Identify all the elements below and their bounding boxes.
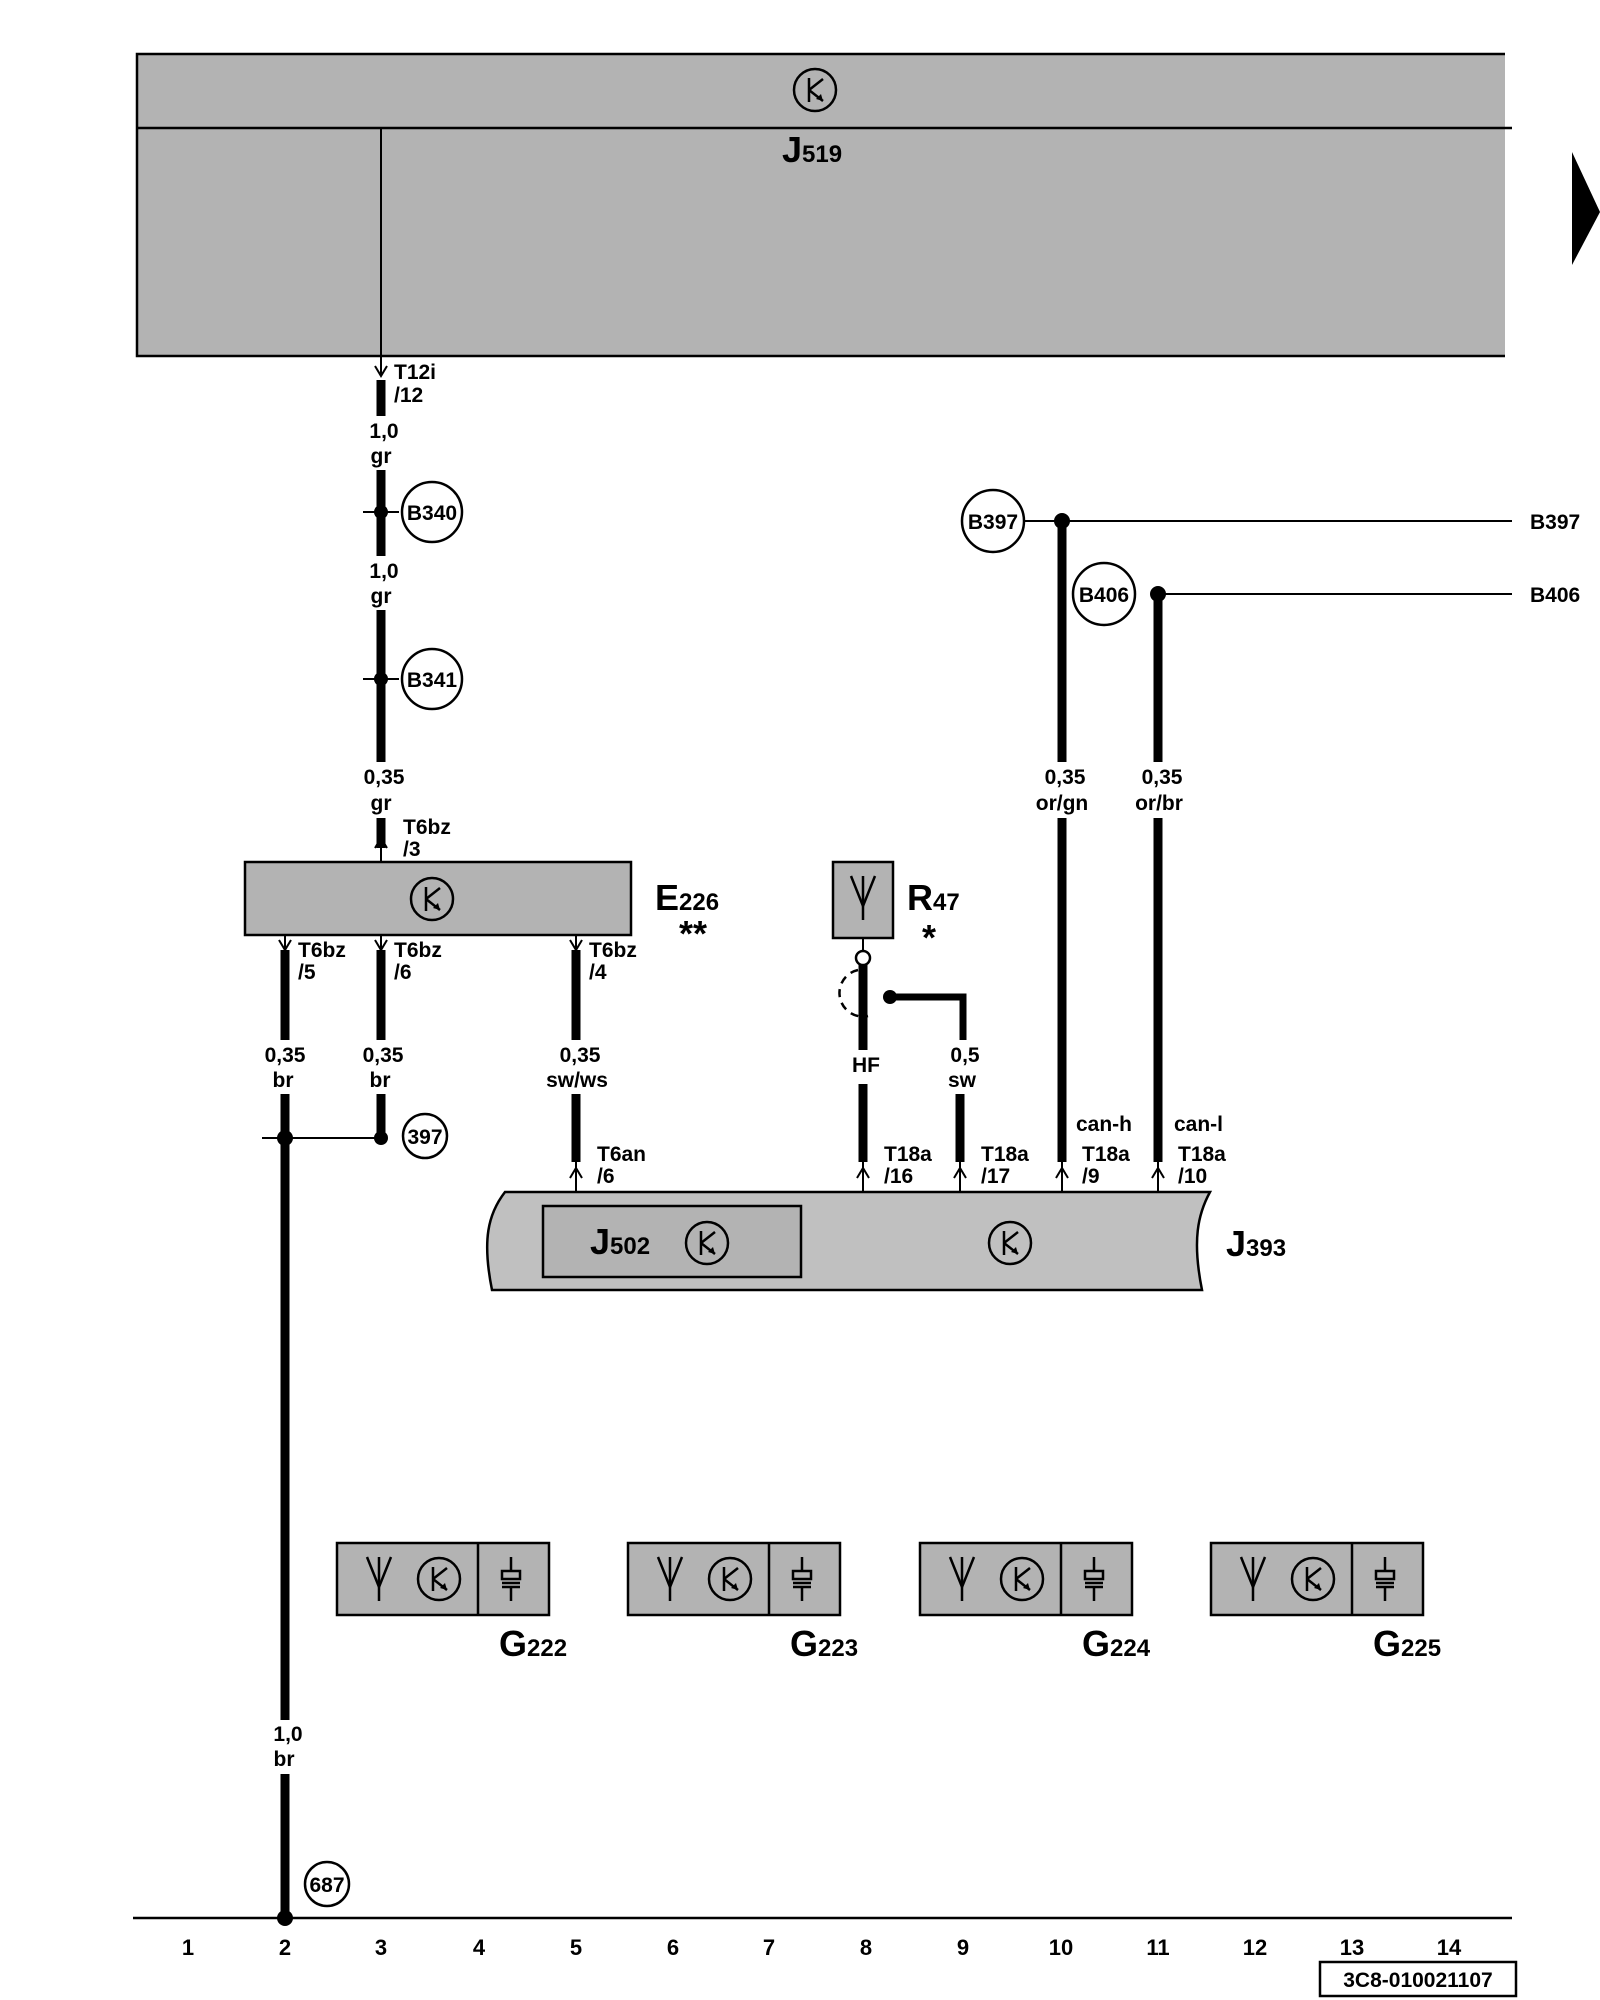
connector-arrow-icon bbox=[374, 365, 388, 378]
col-6: 6 bbox=[667, 1935, 679, 1960]
wire-w3-color: gr bbox=[371, 792, 392, 815]
wire-w1-color: gr bbox=[371, 445, 392, 468]
connector-t6bz6-name: T6bz bbox=[394, 939, 442, 962]
col-1: 1 bbox=[182, 1935, 194, 1960]
e226-label: E226 bbox=[655, 877, 719, 918]
col-3: 3 bbox=[375, 1935, 387, 1960]
bus-canh-label: can-h bbox=[1076, 1113, 1132, 1136]
bus-canl-label: can-l bbox=[1174, 1113, 1223, 1136]
connector-t6bz4-name: T6bz bbox=[589, 939, 637, 962]
wire-w3-size: 0,35 bbox=[364, 766, 405, 789]
wire-w10-color: or/br bbox=[1135, 792, 1183, 815]
col-11: 11 bbox=[1146, 1935, 1169, 1960]
connector-t6an6-name: T6an bbox=[597, 1143, 646, 1166]
shield-icon bbox=[838, 968, 869, 1018]
col-8: 8 bbox=[860, 1935, 872, 1960]
j393-label: J393 bbox=[1226, 1223, 1286, 1264]
j519-module: J519 bbox=[135, 50, 1525, 360]
wire-w2-color: gr bbox=[371, 585, 392, 608]
svg-text:B397: B397 bbox=[968, 511, 1018, 534]
wire-w4-color: br bbox=[273, 1069, 294, 1092]
wire-w7-size: HF bbox=[852, 1054, 880, 1077]
ref-right-b406: B406 bbox=[1530, 584, 1580, 607]
g222-sensor: G222 bbox=[335, 1541, 567, 1664]
g224-sensor: G224 bbox=[918, 1541, 1151, 1664]
wire-w8-color: sw bbox=[948, 1069, 977, 1092]
connector-t18a16-pin: /16 bbox=[884, 1165, 913, 1188]
connector-t18a9-name: T18a bbox=[1082, 1143, 1130, 1166]
r47-label: R47 bbox=[907, 877, 960, 918]
e226-module: E226 ** bbox=[243, 860, 719, 954]
g225-sensor: G225 bbox=[1209, 1541, 1441, 1664]
wire-w2-size: 1,0 bbox=[369, 560, 398, 583]
column-scale: 1 2 3 4 5 6 7 8 9 10 11 12 13 14 bbox=[182, 1935, 1462, 1960]
col-13: 13 bbox=[1340, 1935, 1364, 1960]
wire-w9-size: 0,35 bbox=[1045, 766, 1086, 789]
g225-label: G225 bbox=[1373, 1623, 1441, 1664]
svg-text:687: 687 bbox=[309, 1874, 344, 1897]
svg-text:B341: B341 bbox=[407, 669, 458, 692]
wire-w11-color: br bbox=[274, 1748, 295, 1771]
wire-w8-size: 0,5 bbox=[950, 1044, 980, 1067]
col-7: 7 bbox=[763, 1935, 775, 1960]
r47-antenna: R47 * bbox=[831, 860, 960, 958]
connector-t6bz3-pin: /3 bbox=[403, 838, 421, 861]
ref-b340 bbox=[400, 480, 464, 544]
connector-t18a10-pin: /10 bbox=[1178, 1165, 1207, 1188]
doc-code: 3C8-010021107 bbox=[1343, 1969, 1492, 1992]
j502-label: J502 bbox=[590, 1221, 650, 1262]
wire-w6-color: sw/ws bbox=[546, 1069, 608, 1092]
wire-w9-color: or/gn bbox=[1036, 792, 1089, 815]
connector-t12i-pin: /12 bbox=[394, 384, 423, 407]
g222-label: G222 bbox=[499, 1623, 567, 1664]
ref-b341 bbox=[400, 647, 464, 711]
col-9: 9 bbox=[957, 1935, 969, 1960]
e226-mark: ** bbox=[679, 913, 707, 954]
continuation-arrow-icon bbox=[1572, 152, 1600, 265]
ref-687 bbox=[303, 1860, 351, 1908]
svg-text:397: 397 bbox=[407, 1126, 442, 1149]
connector-t6bz4-pin: /4 bbox=[589, 961, 607, 984]
col-12: 12 bbox=[1243, 1935, 1267, 1960]
wire-w10-size: 0,35 bbox=[1142, 766, 1183, 789]
connector-t6bz5-pin: /5 bbox=[298, 961, 316, 984]
connector-t18a17-pin: /17 bbox=[981, 1165, 1010, 1188]
connector-t6bz6-pin: /6 bbox=[394, 961, 412, 984]
connector-t18a17-name: T18a bbox=[981, 1143, 1029, 1166]
wire-w1-size: 1,0 bbox=[369, 420, 398, 443]
connector-t6bz3-name: T6bz bbox=[403, 816, 451, 839]
svg-text:B340: B340 bbox=[407, 502, 457, 525]
col-14: 14 bbox=[1437, 1935, 1462, 1960]
svg-text:B406: B406 bbox=[1079, 584, 1129, 607]
connector-t12i-name: T12i bbox=[394, 361, 436, 384]
ref-right-b397: B397 bbox=[1530, 511, 1580, 534]
wire-w4-size: 0,35 bbox=[265, 1044, 306, 1067]
connector-t6an6-pin: /6 bbox=[597, 1165, 615, 1188]
col-4: 4 bbox=[473, 1935, 486, 1960]
connector-t18a16-name: T18a bbox=[884, 1143, 932, 1166]
g224-label: G224 bbox=[1082, 1623, 1151, 1664]
col-5: 5 bbox=[570, 1935, 582, 1960]
r47-mark: * bbox=[922, 917, 936, 958]
col-2: 2 bbox=[279, 1935, 291, 1960]
connector-t18a10-name: T18a bbox=[1178, 1143, 1226, 1166]
ref-397 bbox=[401, 1112, 449, 1160]
g223-label: G223 bbox=[790, 1623, 858, 1664]
doc-code-box bbox=[1318, 1960, 1518, 1998]
j519-label: J519 bbox=[782, 129, 842, 170]
wire-w5-size: 0,35 bbox=[363, 1044, 404, 1067]
j502-module: J502 bbox=[541, 1204, 803, 1279]
ref-b406 bbox=[1071, 561, 1137, 627]
wire-w6-size: 0,35 bbox=[560, 1044, 601, 1067]
connector-t6bz5-name: T6bz bbox=[298, 939, 346, 962]
col-10: 10 bbox=[1049, 1935, 1073, 1960]
wire-w5-color: br bbox=[370, 1069, 391, 1092]
g223-sensor: G223 bbox=[626, 1541, 858, 1664]
wire-w11-size: 1,0 bbox=[273, 1723, 302, 1746]
connector-t18a9-pin: /9 bbox=[1082, 1165, 1100, 1188]
